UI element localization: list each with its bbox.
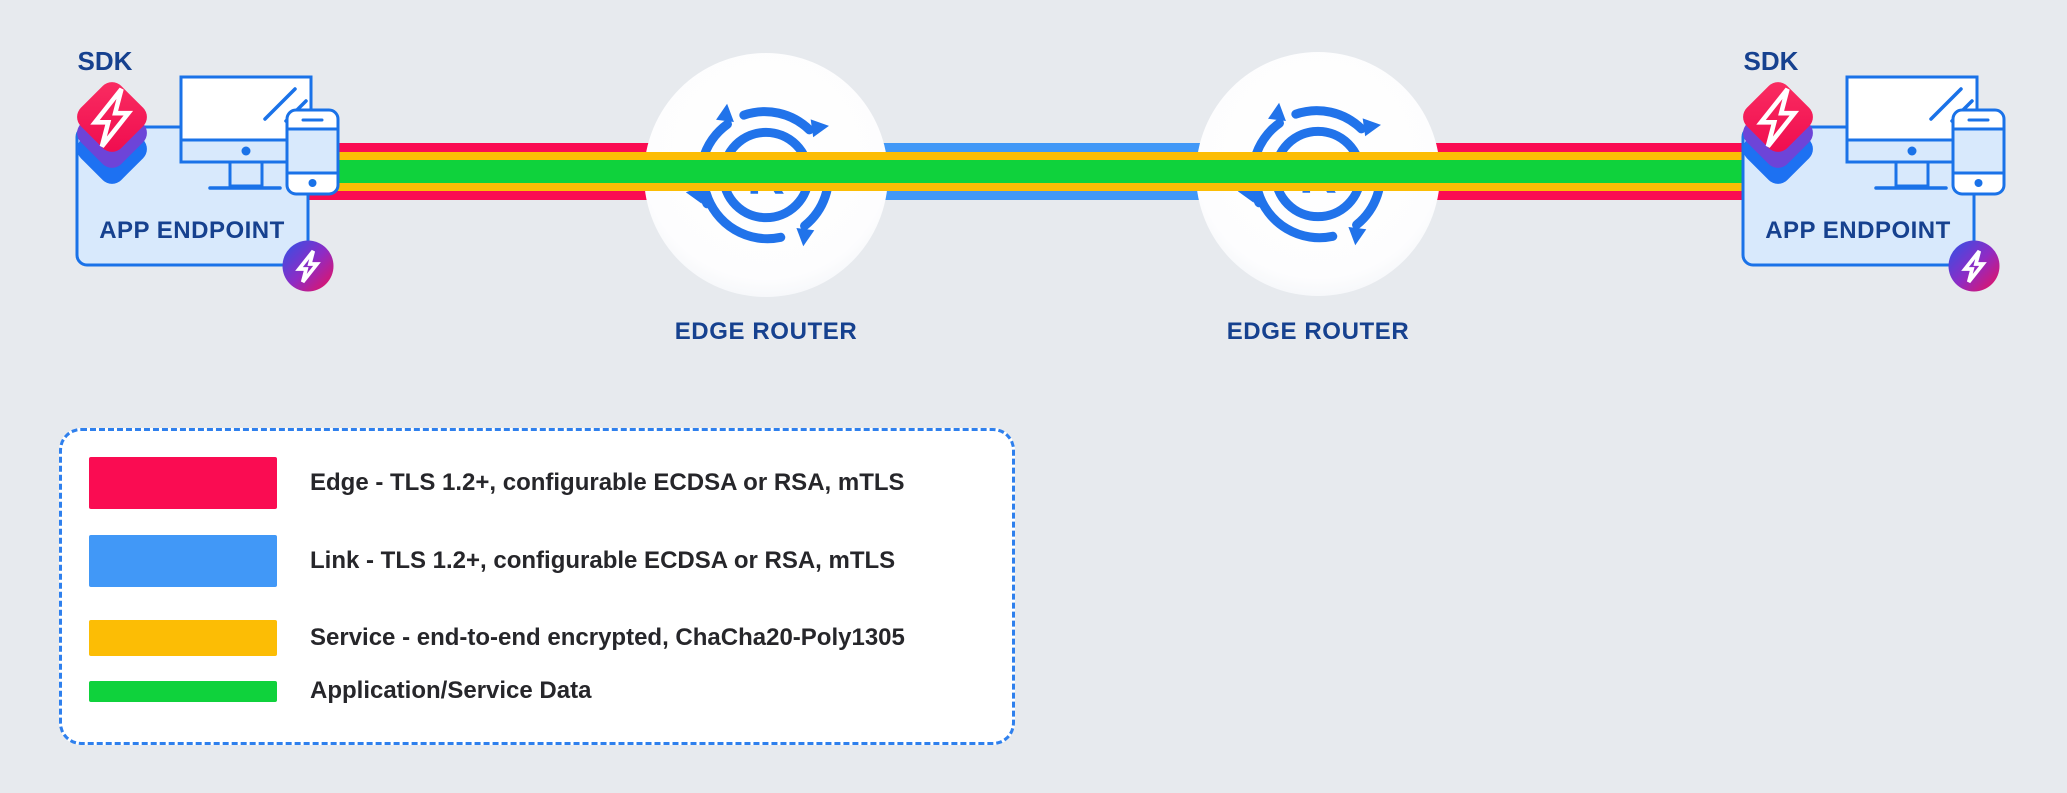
legend-panel: Edge - TLS 1.2+, configurable ECDSA or R… [59, 428, 1015, 745]
sdk-badge-icon [282, 240, 334, 292]
sdk-stack-icon [77, 82, 147, 184]
sdk-badge-icon [1948, 240, 2000, 292]
lightning-bolt-icon [90, 87, 134, 148]
band-link [766, 191, 1318, 200]
band-application-data [302, 160, 1752, 183]
band-edge-left [302, 143, 766, 152]
legend-swatch-service [89, 620, 277, 656]
band-edge-right [1318, 143, 1752, 152]
edge-router-right-label: EDGE ROUTER [1226, 318, 1410, 345]
router-logo-arrowheads [1237, 102, 1381, 246]
edge-router-left-label: EDGE ROUTER [674, 318, 858, 345]
legend-swatch-data [89, 681, 277, 702]
legend-label-service: Service - end-to-end encrypted, ChaCha20… [310, 624, 905, 651]
sdk-label: SDK [1744, 46, 1799, 76]
lightning-bolt-icon [1756, 87, 1800, 148]
sdk-stack-icon [1743, 82, 1813, 184]
phone-icon [1951, 108, 2006, 196]
band-link [766, 143, 1318, 152]
sdk-label: SDK [78, 46, 133, 76]
legend-swatch-link [89, 535, 277, 587]
band-edge-left [302, 191, 766, 200]
band-bottom-strip [302, 191, 1752, 200]
legend-label-link: Link - TLS 1.2+, configurable ECDSA or R… [310, 547, 896, 574]
band-service-top [302, 152, 1752, 160]
phone-icon [285, 108, 340, 196]
lightning-bolt-icon [295, 249, 321, 284]
band-edge-right [1318, 191, 1752, 200]
app-endpoint-label: APP ENDPOINT [99, 217, 285, 244]
legend-label-data: Application/Service Data [310, 677, 592, 704]
legend-swatch-edge [89, 457, 277, 509]
app-endpoint-left: APP ENDPOINT [75, 46, 340, 292]
legend-label-edge: Edge - TLS 1.2+, configurable ECDSA or R… [310, 469, 905, 496]
band-service-bottom [302, 183, 1752, 191]
app-endpoint-right: APP ENDPOINT S [1741, 46, 2006, 292]
lightning-bolt-icon [1961, 249, 1987, 284]
app-endpoint-label: APP ENDPOINT [1765, 217, 1951, 244]
band-top-strip [302, 143, 1752, 152]
